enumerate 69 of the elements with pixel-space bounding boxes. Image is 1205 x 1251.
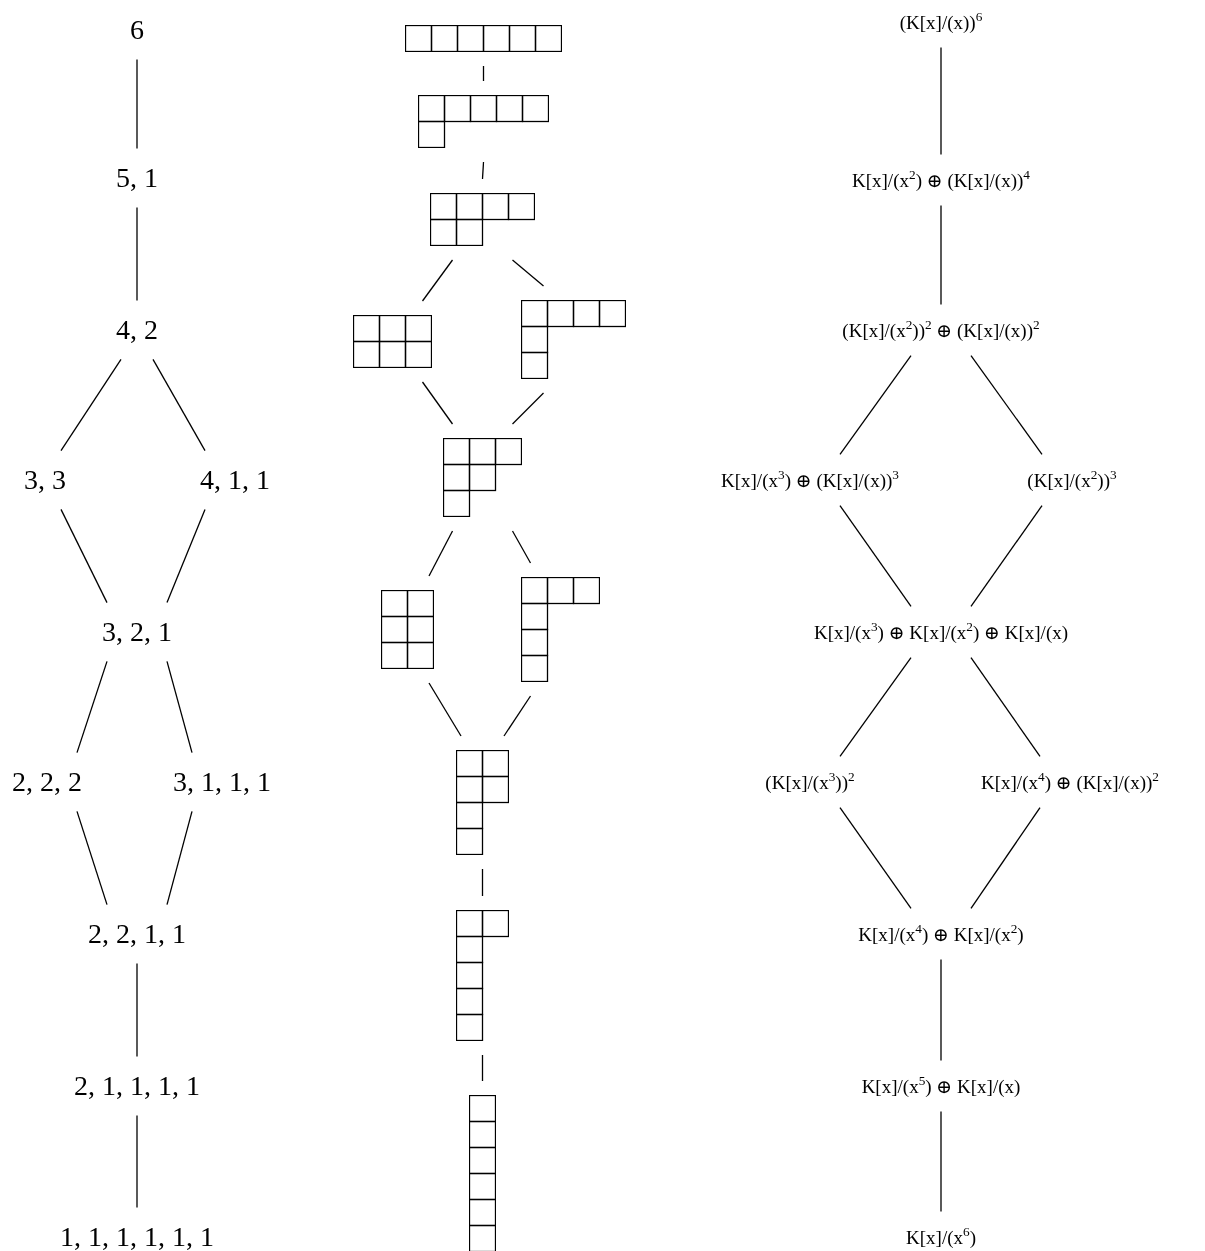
connector-line — [940, 1110, 942, 1213]
connector-line — [482, 65, 485, 82]
young-diagram — [469, 1095, 496, 1251]
connector-line — [166, 660, 193, 754]
module-label: K[x]/(x$^{3}$) ⊕ K[x]/(x$^{2}$) ⊕ K[x]/(x) — [813, 620, 1069, 644]
partition-label: 5, 1 — [116, 162, 158, 194]
connector-line — [839, 656, 912, 758]
young-diagram — [381, 590, 434, 669]
connector-line — [428, 530, 454, 577]
connector-line — [166, 810, 193, 906]
partition-label: 6 — [130, 14, 144, 46]
connector-line — [511, 392, 545, 425]
partition-label: 4, 1, 1 — [200, 464, 270, 496]
connector-line — [76, 660, 108, 754]
partition-label: 3, 1, 1, 1 — [173, 766, 271, 798]
connector-line — [136, 206, 138, 302]
connector-line — [940, 958, 942, 1062]
partition-label: 1, 1, 1, 1, 1, 1 — [60, 1221, 214, 1251]
connector-line — [839, 806, 912, 910]
young-diagram — [521, 577, 600, 682]
partition-label: 2, 2, 2 — [12, 766, 82, 798]
connector-line — [940, 204, 942, 306]
partition-label: 4, 2 — [116, 314, 158, 346]
connector-line — [970, 504, 1043, 608]
module-label: K[x]/(x$^{3}$) ⊕ (K[x]/(x))$^{3}$ — [721, 468, 899, 492]
partition-label: 2, 2, 1, 1 — [88, 918, 186, 950]
connector-line — [136, 962, 138, 1058]
connector-line — [136, 58, 138, 150]
connector-line — [481, 1054, 484, 1082]
module-label: K[x]/(x$^{4}$) ⊕ (K[x]/(x))$^{2}$ — [981, 770, 1159, 794]
young-diagram — [456, 750, 509, 855]
connector-line — [839, 354, 912, 456]
connector-line — [481, 161, 485, 180]
connector-line — [428, 682, 462, 737]
module-label: K[x]/(x$^{5}$) ⊕ K[x]/(x) — [861, 1074, 1021, 1098]
connector-line — [60, 508, 108, 604]
module-label: K[x]/(x$^{6}$) — [906, 1225, 976, 1249]
partition-label: 3, 3 — [24, 464, 66, 496]
connector-line — [421, 381, 454, 425]
young-diagram — [353, 315, 432, 368]
connector-line — [481, 868, 484, 897]
module-label: (K[x]/(x$^{3}$))$^{2}$ — [765, 770, 855, 794]
connector-line — [511, 259, 545, 287]
young-diagram — [456, 910, 509, 1041]
young-diagram — [521, 300, 626, 379]
partition-label: 3, 2, 1 — [102, 616, 172, 648]
connector-line — [421, 259, 454, 302]
connector-line — [76, 810, 108, 906]
module-label: K[x]/(x$^{4}$) ⊕ K[x]/(x$^{2}$) — [858, 922, 1024, 946]
connector-line — [152, 358, 206, 452]
connector-line — [839, 504, 912, 608]
module-label: (K[x]/(x$^{2}$))$^{2}$ ⊕ (K[x]/(x))$^{2}$ — [842, 318, 1040, 342]
young-diagram — [405, 25, 562, 52]
young-diagram — [418, 95, 549, 148]
connector-line — [60, 358, 122, 452]
young-diagram — [443, 438, 522, 517]
module-label: (K[x]/(x))$^{6}$ — [899, 10, 983, 34]
connector-line — [970, 354, 1043, 456]
module-label: K[x]/(x$^{2}$) ⊕ (K[x]/(x))$^{4}$ — [852, 168, 1030, 192]
connector-line — [503, 695, 532, 737]
connector-line — [970, 656, 1041, 758]
connector-line — [970, 806, 1041, 910]
young-diagram — [430, 193, 535, 246]
connector-line — [940, 46, 942, 156]
connector-line — [166, 508, 206, 604]
partition-label: 2, 1, 1, 1, 1 — [74, 1070, 200, 1102]
connector-line — [136, 1114, 138, 1209]
connector-line — [511, 530, 532, 564]
module-label: (K[x]/(x$^{2}$))$^{3}$ — [1027, 468, 1117, 492]
